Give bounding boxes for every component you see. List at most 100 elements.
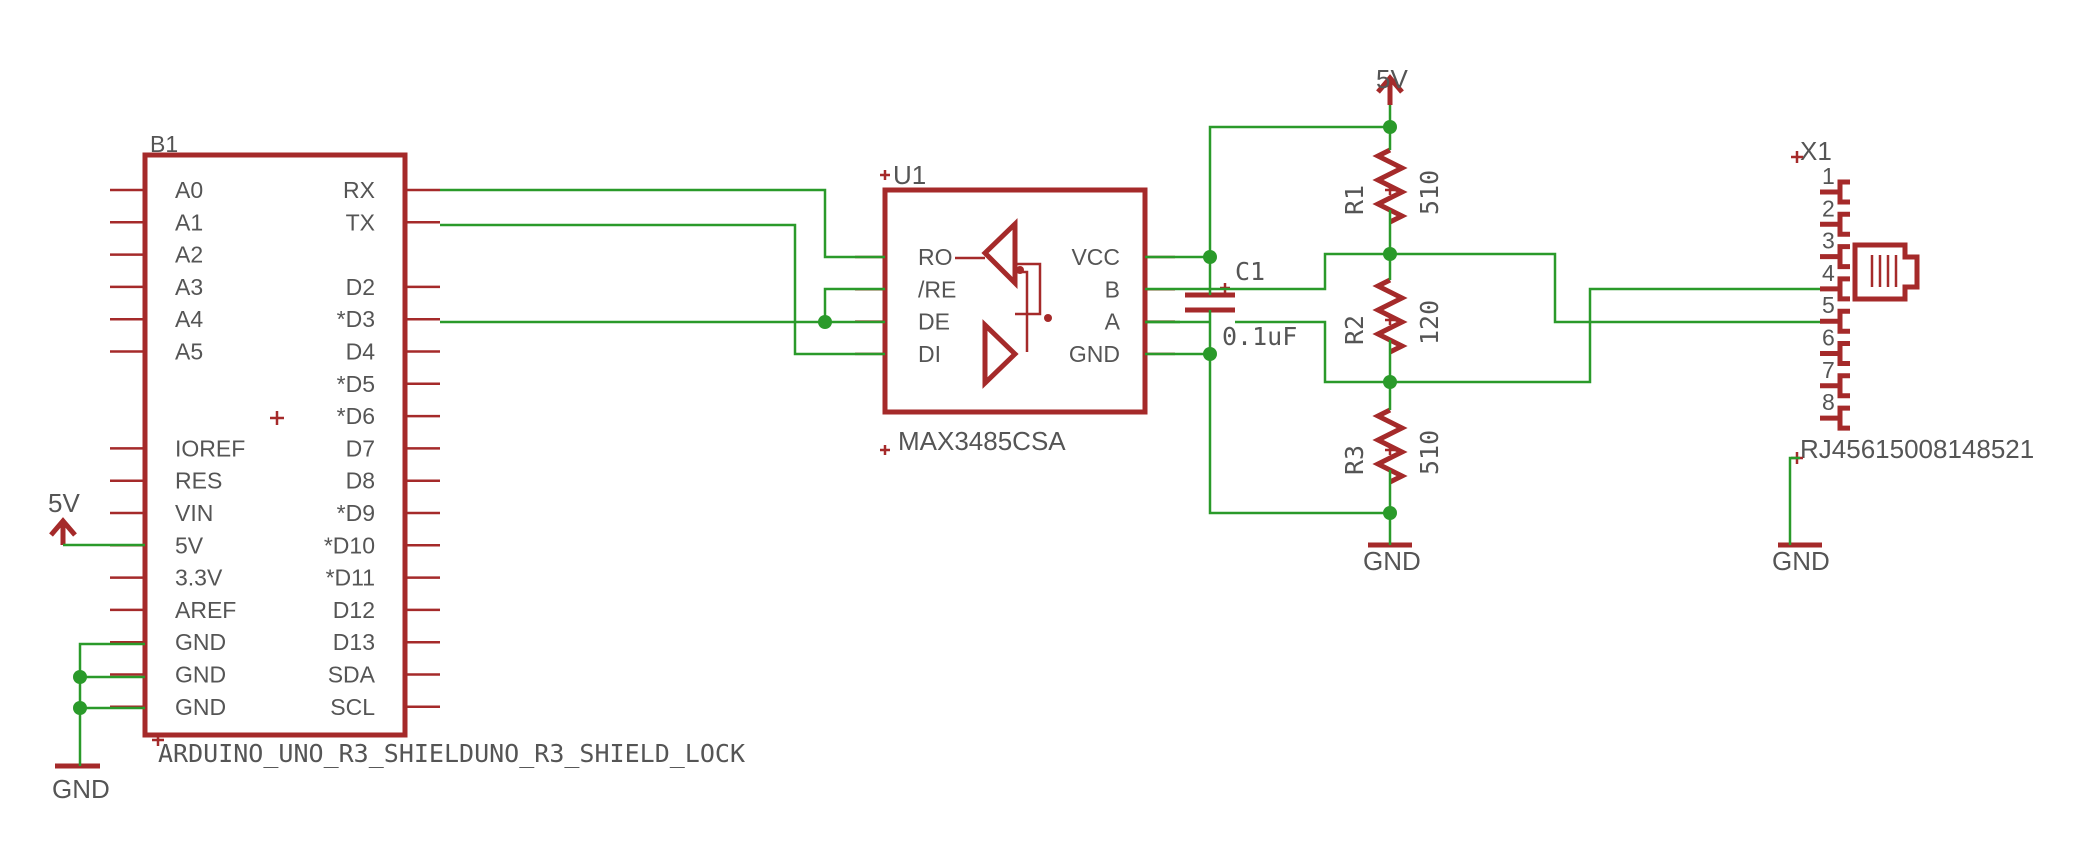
connector-pin-contact — [1820, 308, 1850, 334]
wires — [63, 105, 1820, 766]
pin-label: D12 — [333, 597, 375, 623]
pin-label: *D6 — [337, 403, 375, 429]
pin-label: *D10 — [324, 532, 375, 558]
gnd-label-arduino: GND — [52, 774, 110, 804]
driver-triangle — [982, 319, 1019, 389]
pin-label: DE — [918, 309, 950, 335]
pin-label: GND — [175, 662, 226, 688]
pin-label: RX — [343, 177, 375, 203]
pin-label: *D5 — [337, 371, 375, 397]
pin-label: RO — [918, 244, 953, 270]
connector-ref-origin-mark — [1791, 151, 1803, 163]
r2-value: 120 — [1415, 300, 1444, 345]
vcc-label-top: 5V — [1376, 64, 1408, 94]
resistor-r2[interactable]: R2 120 — [1340, 277, 1444, 355]
arduino-origin-mark — [270, 411, 284, 425]
pin-label: IOREF — [175, 435, 245, 461]
r2-ref: R2 — [1340, 315, 1369, 345]
pin-label: A4 — [175, 306, 203, 332]
pin-label: RES — [175, 468, 222, 494]
gnd-symbol-connector: GND — [1772, 542, 1830, 576]
junction-dot — [1383, 247, 1397, 261]
ic-body — [882, 187, 1148, 415]
connector-pin-number: 8 — [1822, 389, 1835, 415]
pin-label: VCC — [1071, 244, 1120, 270]
junction-dot — [1383, 506, 1397, 520]
pin-label: A3 — [175, 274, 203, 300]
vcc-arrow-icon — [49, 517, 77, 545]
vcc-arrow-icon — [1376, 74, 1404, 105]
pin-label: D8 — [346, 468, 375, 494]
capacitor-c1[interactable]: C1 0.1uF — [1185, 257, 1297, 351]
ic-value-origin-mark — [880, 445, 890, 455]
connector-pin-number: 6 — [1822, 325, 1835, 351]
r2-origin-mark — [1385, 315, 1395, 325]
connector-pin-number: 3 — [1822, 228, 1835, 254]
connector-ref: X1 — [1800, 136, 1832, 166]
pin-label: VIN — [175, 500, 213, 526]
junction-dot — [1203, 250, 1217, 264]
connector-pin-contact — [1820, 244, 1850, 270]
connector-pin-contact — [1820, 405, 1850, 431]
pin-label: D2 — [346, 274, 375, 300]
arduino-ref: B1 — [150, 131, 178, 157]
connector-value: RJ45615008148521 — [1800, 434, 2034, 464]
pin-label: GND — [175, 694, 226, 720]
wire-vcc — [1145, 105, 1392, 259]
pin-label: *D11 — [326, 565, 375, 591]
pin-label: 3.3V — [175, 565, 223, 591]
pin-label: D13 — [333, 629, 375, 655]
ic-ref-origin-mark — [880, 170, 890, 180]
gnd-symbol-resistors: GND — [1363, 542, 1421, 576]
connector-pin-number: 1 — [1822, 163, 1835, 189]
receiver-triangle — [981, 218, 1018, 290]
pin-label: A — [1105, 309, 1121, 335]
resistor-r3[interactable]: R3 510 — [1340, 407, 1444, 485]
junction-dot — [1203, 347, 1217, 361]
resistor-r1[interactable]: R1 510 — [1340, 147, 1444, 225]
ic-internal-node — [1016, 266, 1024, 274]
connector-pin-number: 2 — [1822, 195, 1835, 221]
pin-label: SDA — [328, 662, 376, 688]
cap-ref: C1 — [1235, 257, 1265, 286]
pin-label: A2 — [175, 242, 203, 268]
rj45-jack-outline — [1852, 242, 1920, 302]
r1-origin-mark — [1385, 185, 1395, 195]
r1-ref: R1 — [1340, 185, 1369, 215]
connector-pin-number: 4 — [1822, 260, 1835, 286]
arduino-value: ARDUINO_UNO_R3_SHIELDUNO_R3_SHIELD_LOCK — [158, 739, 745, 768]
pin-label: AREF — [175, 597, 236, 623]
junction-dot — [1383, 120, 1397, 134]
arduino-left-pins: A0A1A2A3A4A5IOREFRESVIN5V3.3VAREFGNDGNDG… — [110, 177, 245, 720]
junctions — [73, 120, 1397, 715]
ic-internal-node-2 — [1044, 314, 1052, 322]
wire-tx-di — [440, 223, 885, 356]
r1-value: 510 — [1415, 170, 1444, 215]
pin-label: TX — [346, 209, 375, 235]
junction-dot — [73, 670, 87, 684]
r3-ref: R3 — [1340, 445, 1369, 475]
wire-b-line — [1145, 252, 1820, 324]
pin-label: DI — [918, 341, 941, 367]
pin-label: 5V — [175, 532, 204, 558]
pin-label: *D9 — [337, 500, 375, 526]
junction-dot — [818, 315, 832, 329]
wire-rx-ro — [440, 188, 885, 259]
connector-pin-number: 5 — [1822, 292, 1835, 318]
wire-connector-gnd — [1788, 456, 1800, 545]
connector-pin-contact — [1820, 341, 1850, 366]
arduino-uno-symbol[interactable]: B1 ARDUINO_UNO_R3_SHIELDUNO_R3_SHIELD_LO… — [110, 131, 745, 768]
pin-label: A5 — [175, 339, 203, 365]
connector-pin-contact — [1820, 211, 1850, 237]
pin-label: *D3 — [337, 306, 375, 332]
pin-label: D4 — [346, 339, 376, 365]
vcc-label-arduino: 5V — [48, 488, 80, 518]
rj45-jack-contacts — [1870, 255, 1898, 287]
pin-label: GND — [1069, 341, 1120, 367]
connector-pin-contact — [1820, 179, 1850, 205]
